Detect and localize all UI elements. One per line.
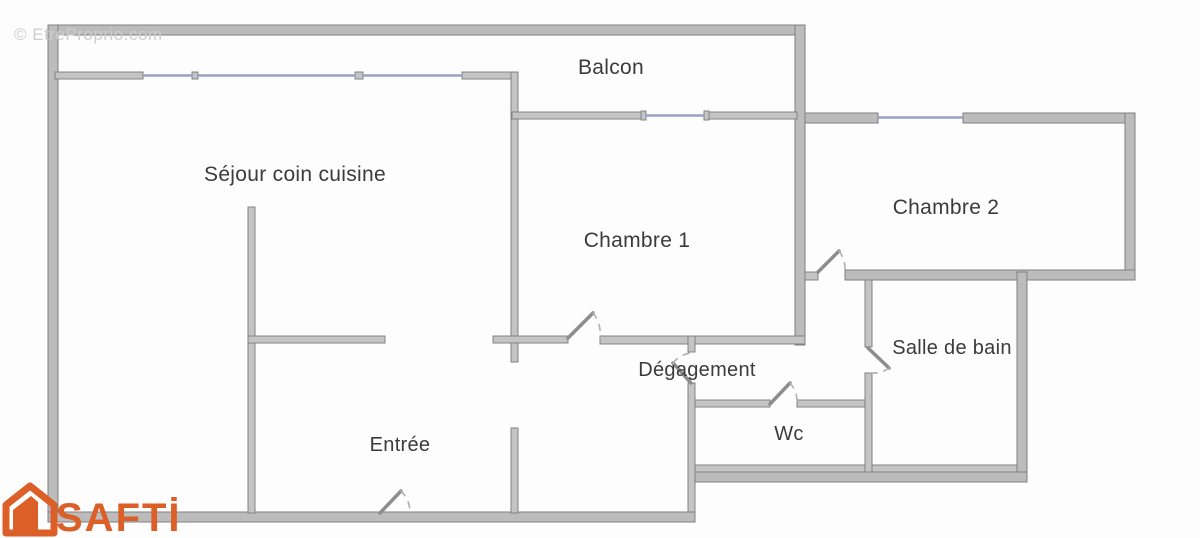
wall-balcony-right-divider [794,24,806,346]
door-bathroom-icon [866,346,891,370]
wall-wc-top-left [694,399,771,408]
wall-bathroom-left-lower [864,372,873,473]
wall-chambre2-top-left [804,112,879,124]
door-chambre2-icon [816,249,841,274]
wall-kitchen-horizontal [247,335,386,344]
wall-sejour-balcony-1 [54,71,144,80]
room-label-chambre2: Chambre 2 [893,196,1000,219]
safti-logo-text: SAFTİ [56,496,182,538]
wall-chambre1-bottom [599,335,806,345]
wall-left [47,24,59,523]
safti-logo: SAFTİ [2,482,182,538]
room-label-balcon: Balcon [578,56,644,79]
wall-chambre2-right [1124,112,1136,281]
wall-bathroom-right [1016,271,1028,483]
door-bathroom-arc-icon [871,367,890,374]
door-degagement-arc-icon [672,352,692,364]
wall-chambre2-bottom [844,269,1136,281]
wall-kitchen-vertical [247,206,256,514]
door-entree-arc-icon [400,490,411,513]
door-degagement-icon [671,361,693,385]
room-label-wc: Wc [774,423,803,445]
wall-bathroom-left-upper [864,279,873,348]
room-label-sejour: Séjour coin cuisine [204,163,386,186]
wall-bottom-left [47,511,696,523]
outer-walls [47,24,1136,523]
wall-chambre2-door-stub [804,271,819,281]
doors [378,249,891,515]
wall-sejour-balcony-4 [461,71,518,80]
room-label-chambre1: Chambre 1 [584,229,691,252]
wall-sejour-chambre1 [510,71,519,363]
safti-house-icon [2,482,58,537]
wall-bottom-right [688,471,1028,483]
room-label-degagement: Dégagement [638,359,756,381]
safti-house-door-icon [13,496,38,533]
wall-sejour-balcony-3 [354,71,364,80]
wall-sejour-entree-lower [510,427,519,514]
wall-chambre1-top-right [704,111,798,120]
door-entree-icon [378,489,403,515]
door-wc-icon [768,381,792,406]
room-labels: Balcon Séjour coin cuisine Chambre 1 Cha… [204,56,1012,456]
watermark-text: © EtreProprio.com [14,25,163,44]
door-wc-arc-icon [789,382,798,404]
wall-chambre2-top-right [962,112,1136,124]
wall-wc-left-lower [687,382,696,513]
wall-wc-left-upper [687,335,696,353]
wall-degagement-left [492,335,569,344]
windows [143,74,963,121]
door-chambre2-arc-icon [838,250,846,272]
door-chambre1-arc-icon [592,312,602,339]
interior-walls [54,71,873,514]
wall-chambre1-top-left [511,111,646,120]
room-label-salle-de-bain: Salle de bain [892,337,1012,359]
room-label-entree: Entrée [370,434,431,456]
wall-wc-top-right [796,399,866,408]
wall-bottom-right-inner [694,464,1018,473]
door-chambre1-icon [566,311,595,340]
